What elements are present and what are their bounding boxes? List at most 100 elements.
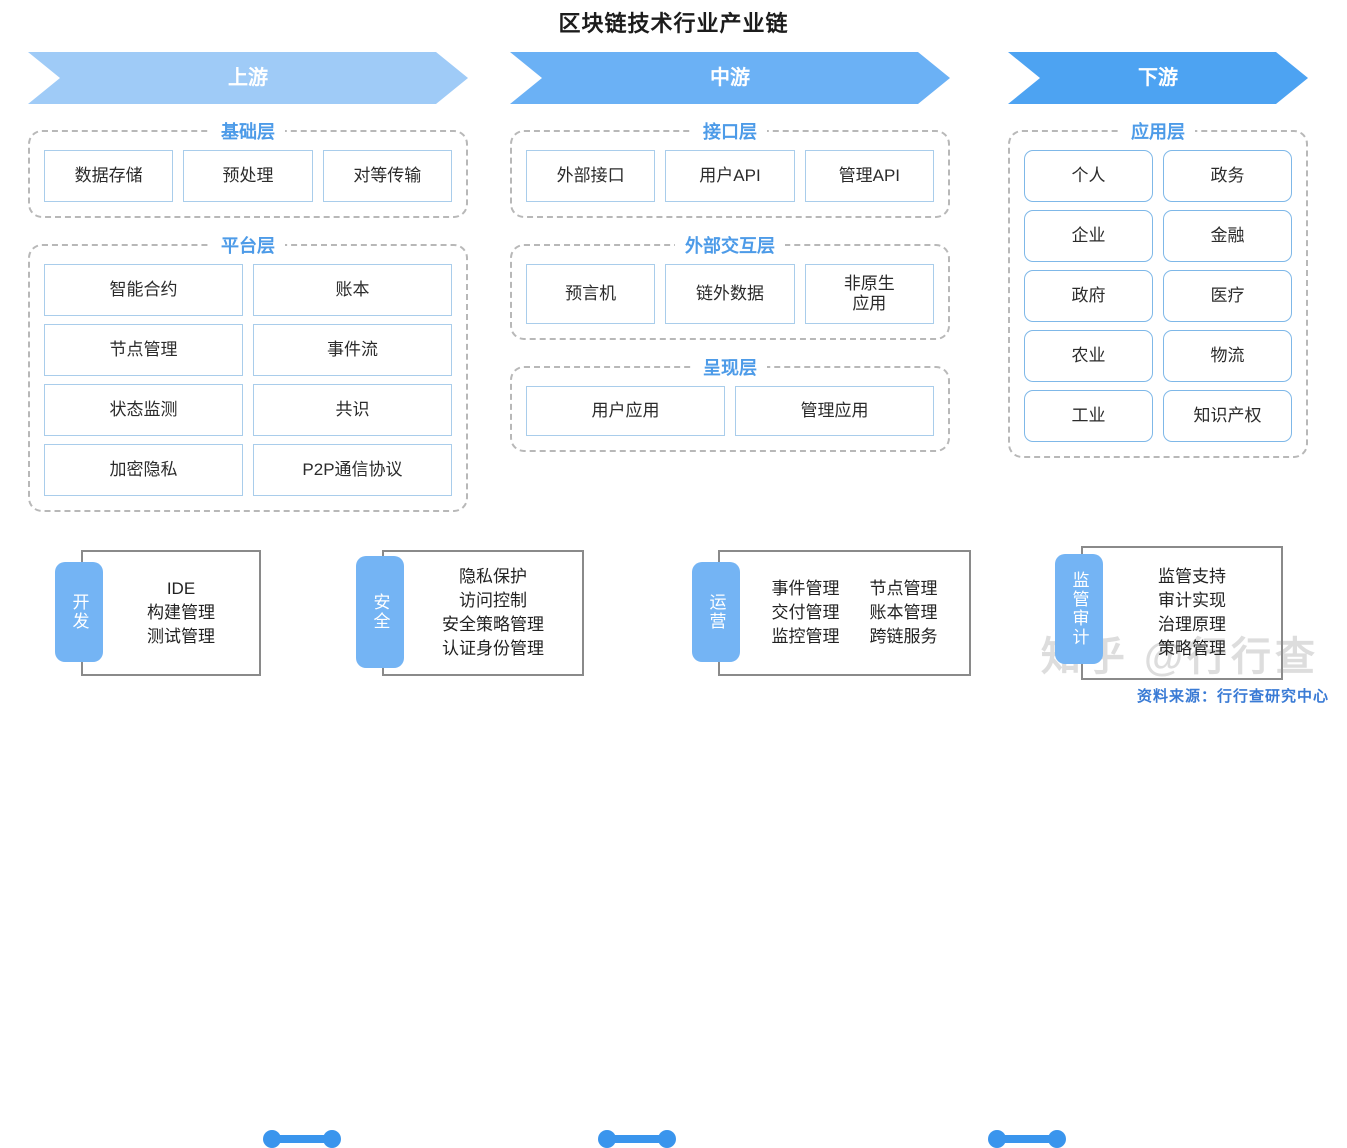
bottom-line: 测试管理: [147, 627, 215, 647]
bottom-cell: 账本管理: [869, 602, 938, 622]
bottom-tab-development[interactable]: 开发: [55, 562, 103, 662]
bottom-line: 交付管理 账本管理: [754, 601, 955, 625]
cell-item[interactable]: 预处理: [183, 150, 313, 202]
column-downstream: 下游 应用层 个人 政务 企业 金融 政府 医疗 农业 物流 工业 知识产权: [1008, 52, 1308, 458]
cell-item[interactable]: 物流: [1163, 330, 1292, 382]
row: 加密隐私 P2P通信协议: [44, 444, 452, 496]
connector-dot-right: [658, 1130, 676, 1148]
bottom-line: IDE: [166, 578, 196, 598]
cell-item[interactable]: 对等传输: [322, 150, 452, 202]
bottom-box: 事件管理 节点管理 交付管理 账本管理 监控管理 跨链服务: [718, 550, 971, 676]
row: 企业 金融: [1024, 210, 1292, 262]
bottom-cell: 事件管理: [771, 578, 840, 598]
cell-item[interactable]: 用户API: [665, 150, 795, 202]
bottom-box: 监管支持 审计实现 治理原理 策略管理: [1081, 546, 1283, 680]
bottom-tab-security[interactable]: 安全: [356, 556, 404, 668]
row: 状态监测 共识: [44, 384, 452, 436]
bottom-tab-operations[interactable]: 运营: [692, 562, 740, 662]
connector-dot-right: [1048, 1130, 1066, 1148]
bottom-cell: 节点管理: [869, 578, 938, 598]
bottom-line: 认证身份管理: [442, 639, 544, 659]
cell-item[interactable]: 管理应用: [735, 386, 934, 436]
banner-downstream: 下游: [1008, 52, 1308, 104]
bottom-cell: 交付管理: [771, 602, 840, 622]
bottom-content: 监管支持 审计实现 治理原理 策略管理: [1083, 559, 1281, 668]
bottom-cell: 监控管理: [771, 627, 840, 647]
bottom-line: 策略管理: [1158, 639, 1226, 659]
cell-item[interactable]: 非原生 应用: [804, 264, 934, 324]
bottom-process-strip: IDE 构建管理 测试管理 开发 隐私保护 访问控制 安全策略管理 认证身份管理…: [0, 534, 1347, 1148]
bottom-line: 监控管理 跨链服务: [754, 625, 955, 649]
row: 节点管理 事件流: [44, 324, 452, 376]
column-upstream: 上游 基础层 数据存储 预处理 对等传输 平台层 智能合约 账本 节点管理 事件…: [28, 52, 468, 512]
bottom-cell: 跨链服务: [869, 627, 938, 647]
connector-dot-left: [988, 1130, 1006, 1148]
group-foundation-layer: 基础层 数据存储 预处理 对等传输: [28, 118, 468, 218]
connector-dot-left: [263, 1130, 281, 1148]
bottom-tab-label: 开发: [69, 593, 89, 631]
group-interface-layer: 接口层 外部接口 用户API 管理API: [510, 118, 950, 218]
bottom-line: 治理原理: [1158, 615, 1226, 634]
bottom-line: 事件管理 节点管理: [754, 577, 955, 601]
banner-upstream: 上游: [28, 52, 468, 104]
group-label-external-interaction: 外部交互层: [675, 232, 785, 258]
cell-item[interactable]: 企业: [1024, 210, 1153, 262]
connector-dot-left: [598, 1130, 616, 1148]
group-application-layer: 应用层 个人 政务 企业 金融 政府 医疗 农业 物流 工业 知识产权: [1008, 118, 1308, 458]
bottom-tab-label: 监管审计: [1069, 571, 1089, 647]
bottom-tab-regulation-audit[interactable]: 监管审计: [1055, 554, 1103, 664]
row: 预言机 链外数据 非原生 应用: [526, 264, 934, 324]
row: 用户应用 管理应用: [526, 386, 934, 436]
bottom-line: 构建管理: [147, 602, 215, 622]
cell-item[interactable]: 智能合约: [44, 264, 243, 316]
row: 外部接口 用户API 管理API: [526, 150, 934, 202]
source-note: 资料来源：行行查研究中心: [1136, 688, 1329, 705]
cell-item[interactable]: 医疗: [1163, 270, 1292, 322]
cell-item[interactable]: 预言机: [526, 264, 656, 324]
bottom-content: 隐私保护 访问控制 安全策略管理 认证身份管理: [384, 559, 582, 668]
cell-item[interactable]: 管理API: [804, 150, 934, 202]
group-label-platform: 平台层: [211, 232, 285, 258]
cell-item[interactable]: 知识产权: [1163, 390, 1292, 442]
cell-item[interactable]: 事件流: [253, 324, 452, 376]
cell-item[interactable]: 共识: [253, 384, 452, 436]
cell-item[interactable]: 政府: [1024, 270, 1153, 322]
cell-item[interactable]: 个人: [1024, 150, 1153, 202]
bottom-tab-label: 安全: [370, 593, 390, 631]
cell-item[interactable]: 链外数据: [665, 264, 795, 324]
cell-item[interactable]: 政务: [1163, 150, 1292, 202]
cell-item[interactable]: 状态监测: [44, 384, 243, 436]
group-label-foundation: 基础层: [211, 118, 285, 144]
row: 农业 物流: [1024, 330, 1292, 382]
connector-dot-right: [323, 1130, 341, 1148]
cell-item[interactable]: 账本: [253, 264, 452, 316]
bottom-line: 安全策略管理: [442, 615, 544, 634]
bottom-box: IDE 构建管理 测试管理: [81, 550, 261, 676]
group-label-interface: 接口层: [693, 118, 767, 144]
row: 智能合约 账本: [44, 264, 452, 316]
cell-item[interactable]: 数据存储: [44, 150, 174, 202]
row: 个人 政务: [1024, 150, 1292, 202]
cell-item[interactable]: 加密隐私: [44, 444, 243, 496]
group-presentation-layer: 呈现层 用户应用 管理应用: [510, 354, 950, 452]
row: 工业 知识产权: [1024, 390, 1292, 442]
cell-item[interactable]: 外部接口: [526, 150, 656, 202]
connector-link: [988, 1130, 1066, 1148]
connector-link: [263, 1130, 341, 1148]
group-platform-layer: 平台层 智能合约 账本 节点管理 事件流 状态监测 共识 加密隐私 P2P通信协…: [28, 232, 468, 512]
cell-item[interactable]: 节点管理: [44, 324, 243, 376]
cell-item[interactable]: 金融: [1163, 210, 1292, 262]
cell-item[interactable]: P2P通信协议: [253, 444, 452, 496]
cell-item[interactable]: 农业: [1024, 330, 1153, 382]
bottom-box: 隐私保护 访问控制 安全策略管理 认证身份管理: [382, 550, 584, 676]
cell-item[interactable]: 工业: [1024, 390, 1153, 442]
connector-link: [598, 1130, 676, 1148]
bottom-line: 监管支持: [1158, 566, 1226, 586]
bottom-tab-label: 运营: [706, 593, 726, 631]
cell-item[interactable]: 用户应用: [526, 386, 725, 436]
bottom-content: IDE 构建管理 测试管理: [83, 571, 259, 655]
group-external-interaction-layer: 外部交互层 预言机 链外数据 非原生 应用: [510, 232, 950, 340]
group-label-presentation: 呈现层: [693, 354, 767, 380]
bottom-line: 访问控制: [459, 590, 527, 610]
column-midstream: 中游 接口层 外部接口 用户API 管理API 外部交互层 预言机 链外数据 非…: [510, 52, 950, 452]
